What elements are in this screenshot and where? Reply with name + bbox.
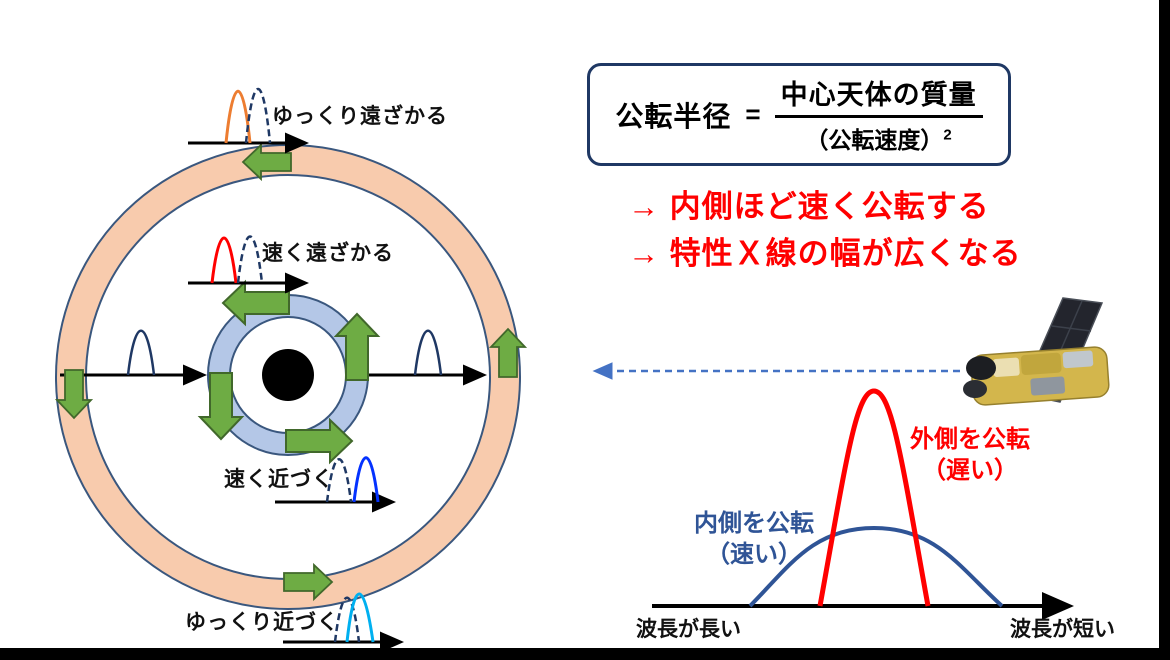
mini-spectrum-fast-recede [188,235,309,294]
xrism-satellite-illustration [963,297,1110,406]
outer-orbit-curve-label: 外側を公転 （遅い） [910,426,1030,484]
rest-line-peak-left [126,329,156,376]
green-arrow-inner-top [221,279,290,327]
formula-fraction: 中心天体の質量 （公転速度）2 [774,73,983,157]
label-slow-recede: ゆっくり遠ざかる [272,105,448,128]
formula-exponent: 2 [943,126,952,144]
green-arrow-outer-bottom [283,562,334,602]
narrow-line-curve [817,388,931,607]
rest-dashed-peak [333,596,361,643]
conclusion-text: → 内側ほど速く公転する → 特性Ｘ線の幅が広くなる [628,183,1022,277]
label-slow-approach: ゆっくり近づく [185,611,339,634]
rest-line-peak-right [413,329,443,376]
formula-lhs: 公転半径 [615,100,732,132]
rest-dashed-peak [325,458,353,503]
xaxis-label-short-wavelength: 波長が短い [1010,618,1115,641]
formula-numerator: 中心天体の質量 [780,79,977,110]
conclusion-line-2: → 特性Ｘ線の幅が広くなる [628,236,1022,271]
rest-dashed-peak [244,88,272,144]
label-fast-approach: 速く近づく [224,468,334,491]
mini-spectrum-slow-approach [283,592,404,653]
mini-spectrum-slow-recede [188,88,309,154]
orange-shifted-peak [224,90,252,144]
green-arrow-outer-left [54,369,94,420]
red-shifted-peak [210,236,238,284]
lightblue-shifted-peak [345,592,375,643]
telescope-aperture [963,380,987,398]
right-letterbox-bar [1159,0,1170,660]
fraction-bar [774,114,983,119]
conclusion-line-1: → 内側ほど速く公転する [628,189,990,224]
bottom-letterbox-bar [0,648,1170,660]
broad-line-curve [748,525,1004,608]
green-arrow-inner-bottom [285,417,354,465]
telescope-aperture [966,356,996,380]
green-arrow-inner-left [197,372,245,441]
formula-equals: = [745,99,761,129]
inner-ring-rotation-arrows [197,279,381,465]
xaxis-label-long-wavelength: 波長が長い [636,618,741,641]
label-fast-recede: 速く遠ざかる [262,242,394,265]
formula-box: 公転半径 = 中心天体の質量 （公転速度）2 [587,63,1011,166]
line-profile-chart [652,388,1074,620]
green-arrow-outer-right [488,327,528,378]
formula-denominator: （公転速度）2 [805,126,952,154]
green-arrow-inner-right [333,312,381,381]
black-hole [262,349,314,401]
blue-shifted-peak [352,456,380,503]
inner-orbit-curve-label: 内側を公転 （速い） [694,510,814,568]
outer-ring-rotation-arrows [54,142,528,602]
rest-dashed-peak [236,235,264,284]
mini-spectrum-fast-approach [275,456,396,513]
